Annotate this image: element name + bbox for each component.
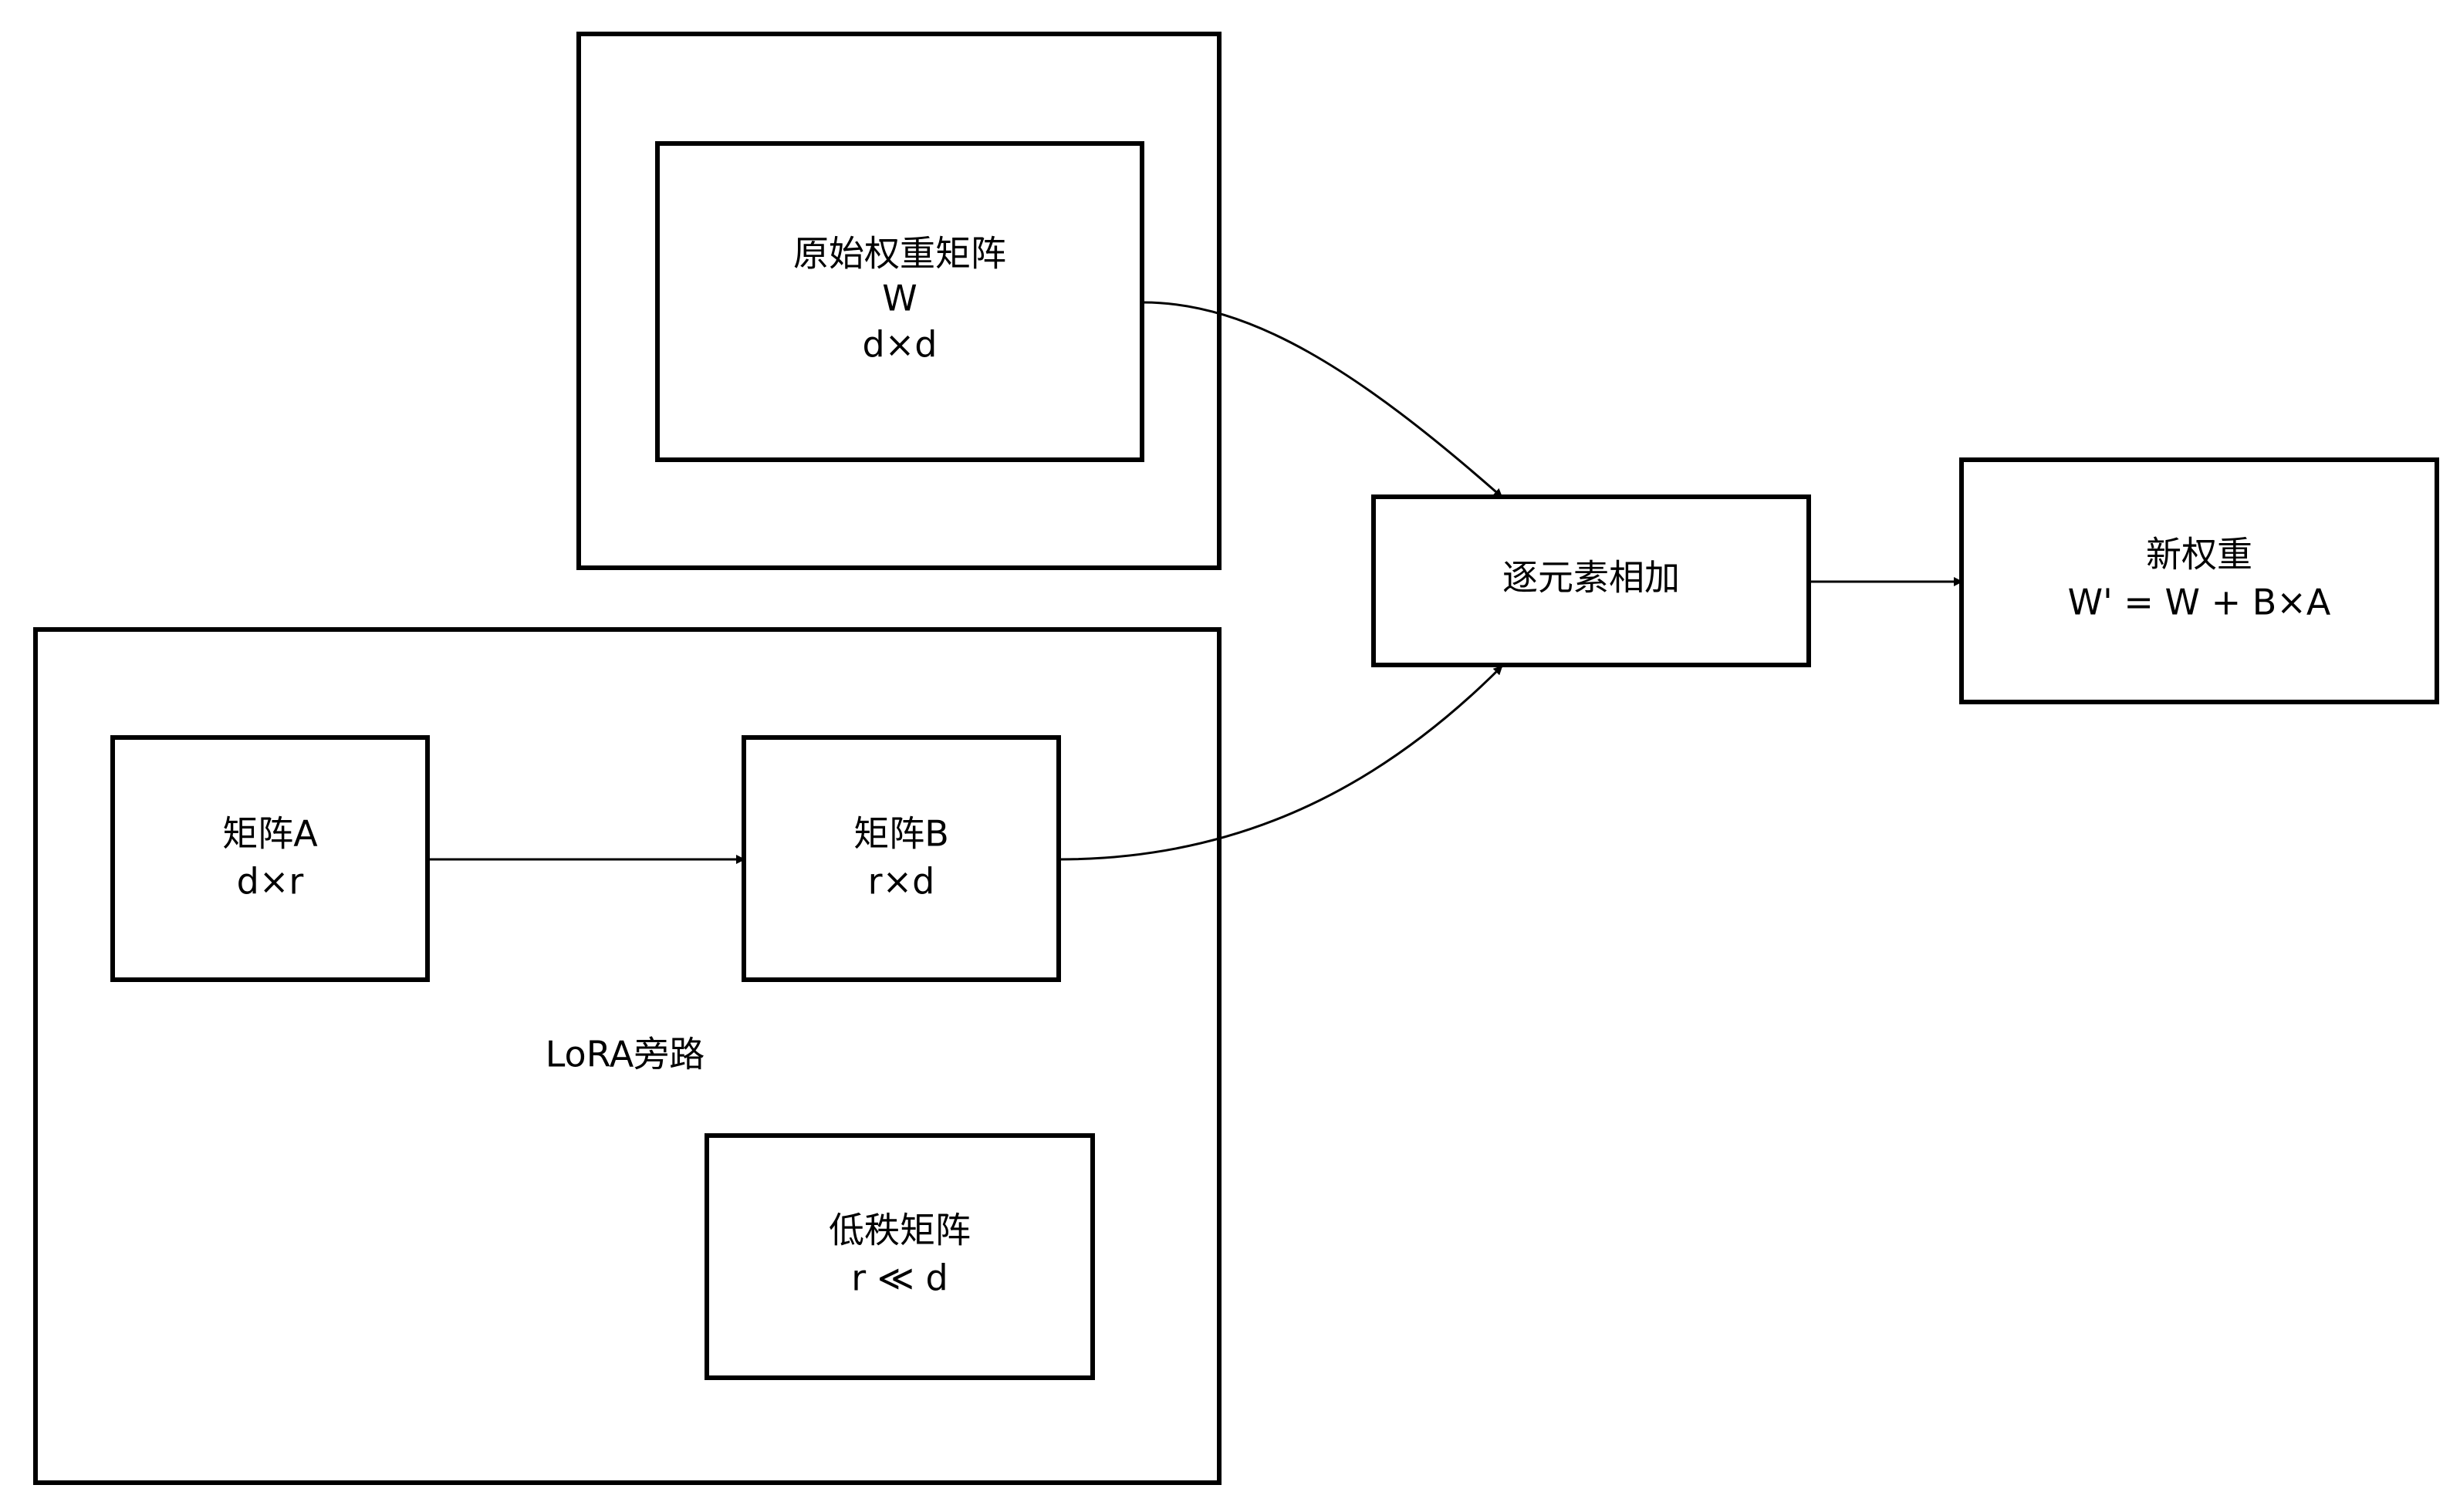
original-weight-node: 原始权重矩阵 W d×d: [655, 141, 1144, 462]
matrix-a-title: 矩阵A: [222, 813, 318, 855]
original-weight-dimension: d×d: [863, 324, 938, 366]
edge-w-to-add: [1143, 301, 1503, 498]
elementwise-add-node: 逐元素相加: [1371, 494, 1811, 667]
original-weight-symbol: W: [882, 278, 917, 319]
low-rank-title: 低秩矩阵: [829, 1210, 971, 1251]
low-rank-node: 低秩矩阵 r ≪ d: [705, 1133, 1095, 1380]
matrix-b-dimension: r×d: [868, 861, 935, 903]
new-weight-node: 新权重 W' = W + B×A: [1959, 457, 2439, 704]
matrix-a-node: 矩阵A d×r: [110, 735, 430, 982]
matrix-b-title: 矩阵B: [853, 813, 949, 855]
original-weight-title: 原始权重矩阵: [793, 233, 1006, 275]
lora-bypass-label: LoRA旁路: [546, 1034, 705, 1075]
new-weight-title: 新权重: [2146, 534, 2252, 575]
matrix-b-node: 矩阵B r×d: [742, 735, 1061, 982]
matrix-a-dimension: d×r: [237, 861, 304, 903]
low-rank-condition: r ≪ d: [851, 1257, 948, 1299]
elementwise-add-label: 逐元素相加: [1502, 557, 1680, 599]
edge-b-to-add: [1058, 665, 1503, 861]
new-weight-formula: W' = W + B×A: [2068, 582, 2331, 623]
